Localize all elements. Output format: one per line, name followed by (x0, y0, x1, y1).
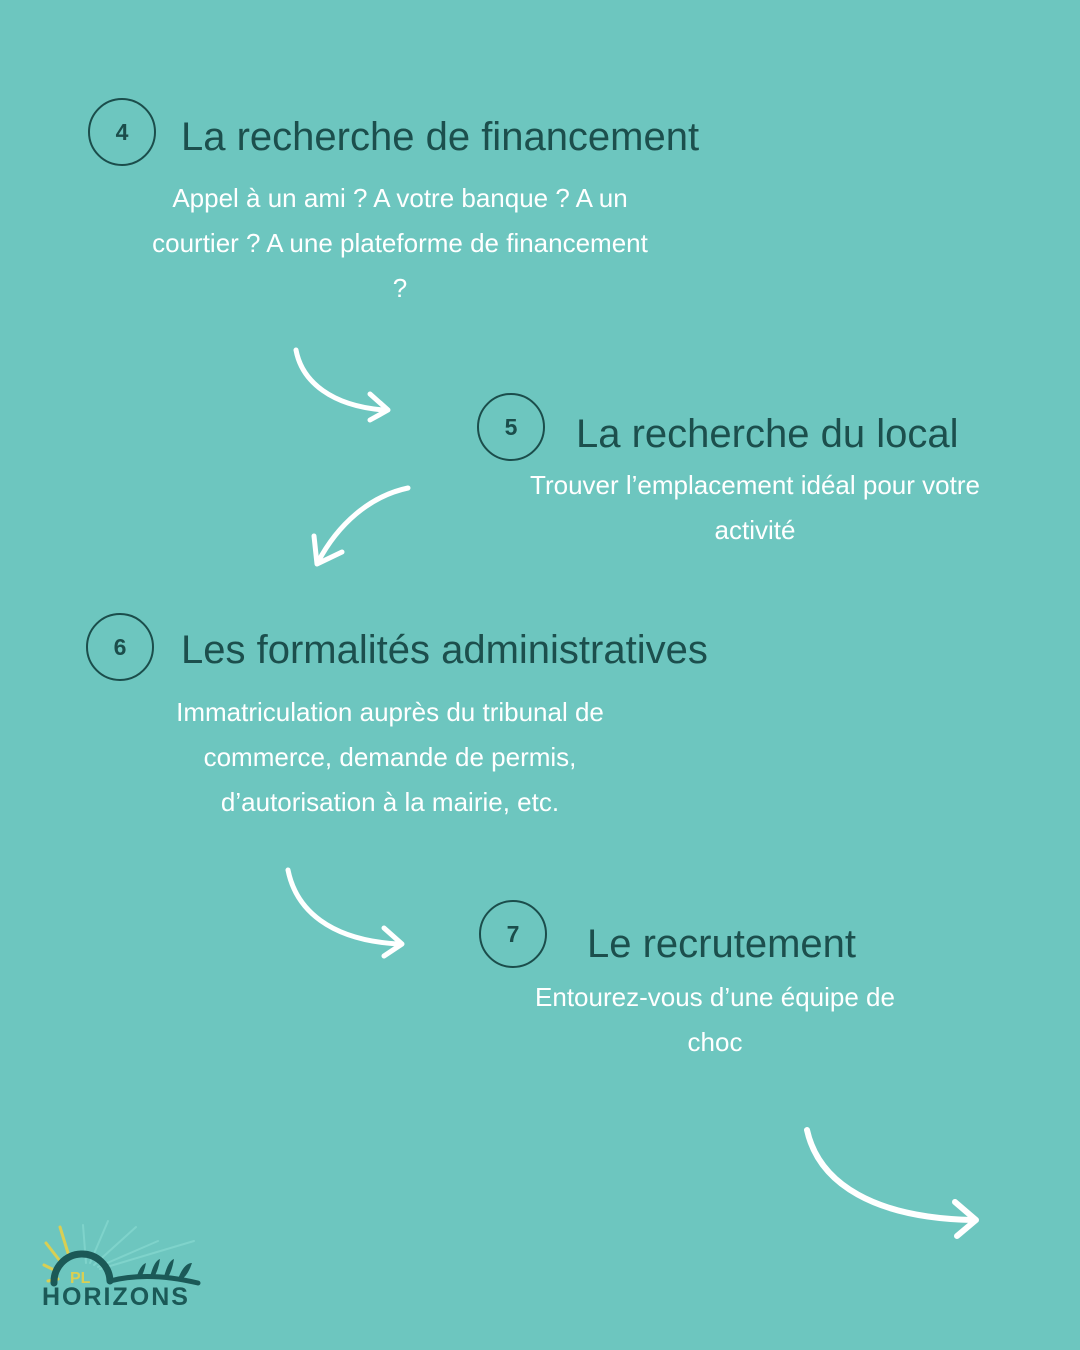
step-title: La recherche du local (576, 412, 959, 456)
step-description: Trouver l’emplacement idéal pour votre a… (530, 470, 980, 545)
step-number: 7 (506, 920, 520, 947)
step-number: 4 (115, 118, 129, 145)
curved-arrow-icon (804, 1127, 979, 1239)
horizons-logo-icon: PL (42, 1220, 201, 1287)
step-description: Appel à un ami ? A votre banque ? A un c… (152, 183, 648, 303)
step-number-circle: 4 (88, 98, 156, 166)
step-title: La recherche de financement (181, 115, 700, 159)
step-title: Le recrutement (587, 922, 857, 966)
step-number-circle: 6 (86, 613, 154, 681)
curved-arrow-icon (311, 485, 411, 567)
logo-initials: PL (70, 1270, 91, 1287)
curved-arrow-icon (293, 347, 391, 423)
step-description: Immatriculation auprès du tribunal de co… (176, 697, 604, 817)
curved-arrow-icon (285, 867, 405, 959)
step-number: 5 (504, 413, 518, 440)
step-description: Entourez-vous d’une équipe de choc (535, 982, 895, 1057)
step-number: 6 (113, 633, 127, 660)
step-number-circle: 7 (479, 900, 547, 968)
step-title: Les formalités administratives (181, 628, 708, 672)
logo-wordmark: HORIZONS (42, 1283, 190, 1311)
step-number-circle: 5 (477, 393, 545, 461)
